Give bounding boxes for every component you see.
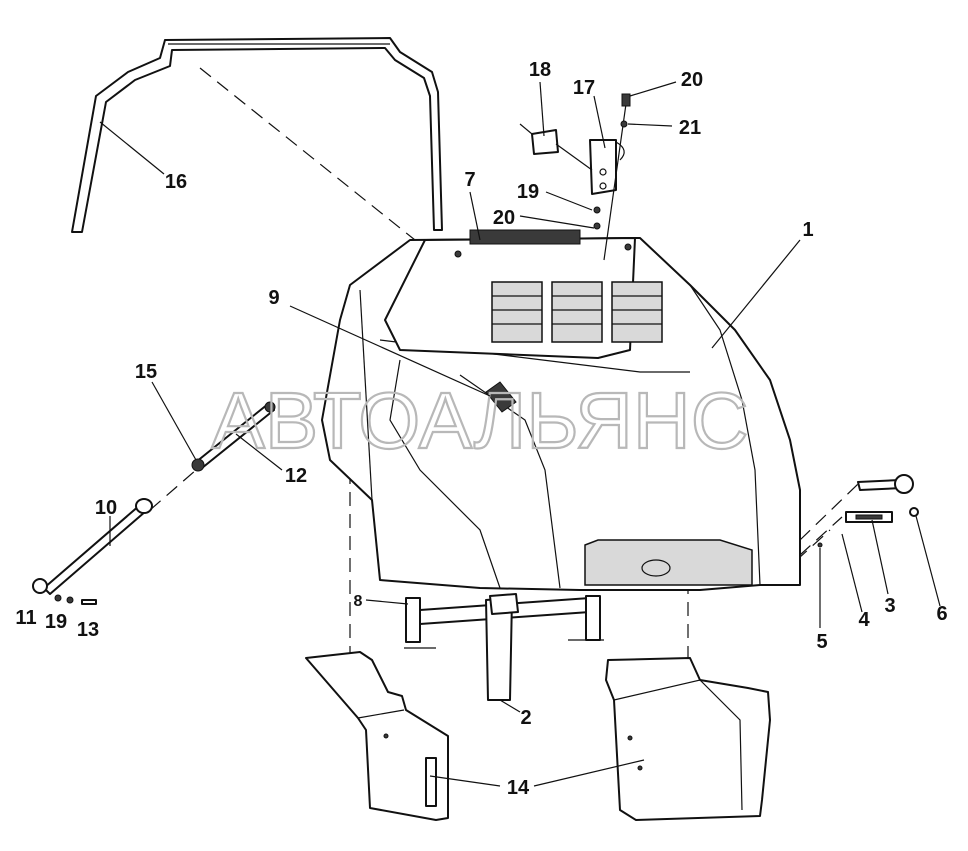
leader-lines bbox=[99, 81, 941, 787]
callout-5: 5 bbox=[816, 631, 827, 653]
grille-rack-7 bbox=[384, 229, 663, 359]
callout-21: 21 bbox=[679, 117, 701, 139]
callout-7: 7 bbox=[464, 169, 475, 191]
callout-19-upper: 19 bbox=[517, 181, 539, 203]
gas-strut-12 bbox=[191, 401, 276, 472]
frame-bar-16 bbox=[71, 37, 443, 233]
callout-8: 8 bbox=[354, 593, 363, 610]
callout-9: 9 bbox=[268, 287, 279, 309]
watermark: АВТОАЛЬЯНС bbox=[212, 376, 749, 465]
callout-16: 16 bbox=[165, 171, 187, 193]
callout-19-lower: 19 bbox=[45, 611, 67, 633]
callout-15: 15 bbox=[135, 361, 157, 383]
callout-20-upper: 20 bbox=[681, 69, 703, 91]
callout-12: 12 bbox=[285, 465, 307, 487]
callout-11: 11 bbox=[15, 607, 36, 629]
callout-18: 18 bbox=[529, 59, 551, 81]
crossbar-8 bbox=[404, 593, 604, 701]
side-panel-left-14 bbox=[305, 651, 449, 821]
callout-17: 17 bbox=[573, 77, 595, 99]
callout-4: 4 bbox=[858, 609, 870, 631]
latch-9 bbox=[485, 381, 517, 413]
callout-1: 1 bbox=[802, 219, 813, 241]
callout-14: 14 bbox=[507, 777, 530, 799]
bracket-assembly bbox=[519, 93, 631, 261]
callout-13: 13 bbox=[77, 619, 99, 641]
callout-2: 2 bbox=[520, 707, 531, 729]
callout-3: 3 bbox=[884, 595, 895, 617]
rod-10 bbox=[32, 498, 153, 605]
callout-10: 10 bbox=[95, 497, 117, 519]
callout-6: 6 bbox=[936, 603, 947, 625]
hardware-parts bbox=[817, 474, 919, 548]
callout-labels: 1 2 3 4 5 6 7 8 9 10 11 12 13 14 15 16 1… bbox=[15, 59, 947, 799]
side-panel-right-14 bbox=[605, 657, 771, 821]
callout-20-lower: 20 bbox=[493, 207, 515, 229]
